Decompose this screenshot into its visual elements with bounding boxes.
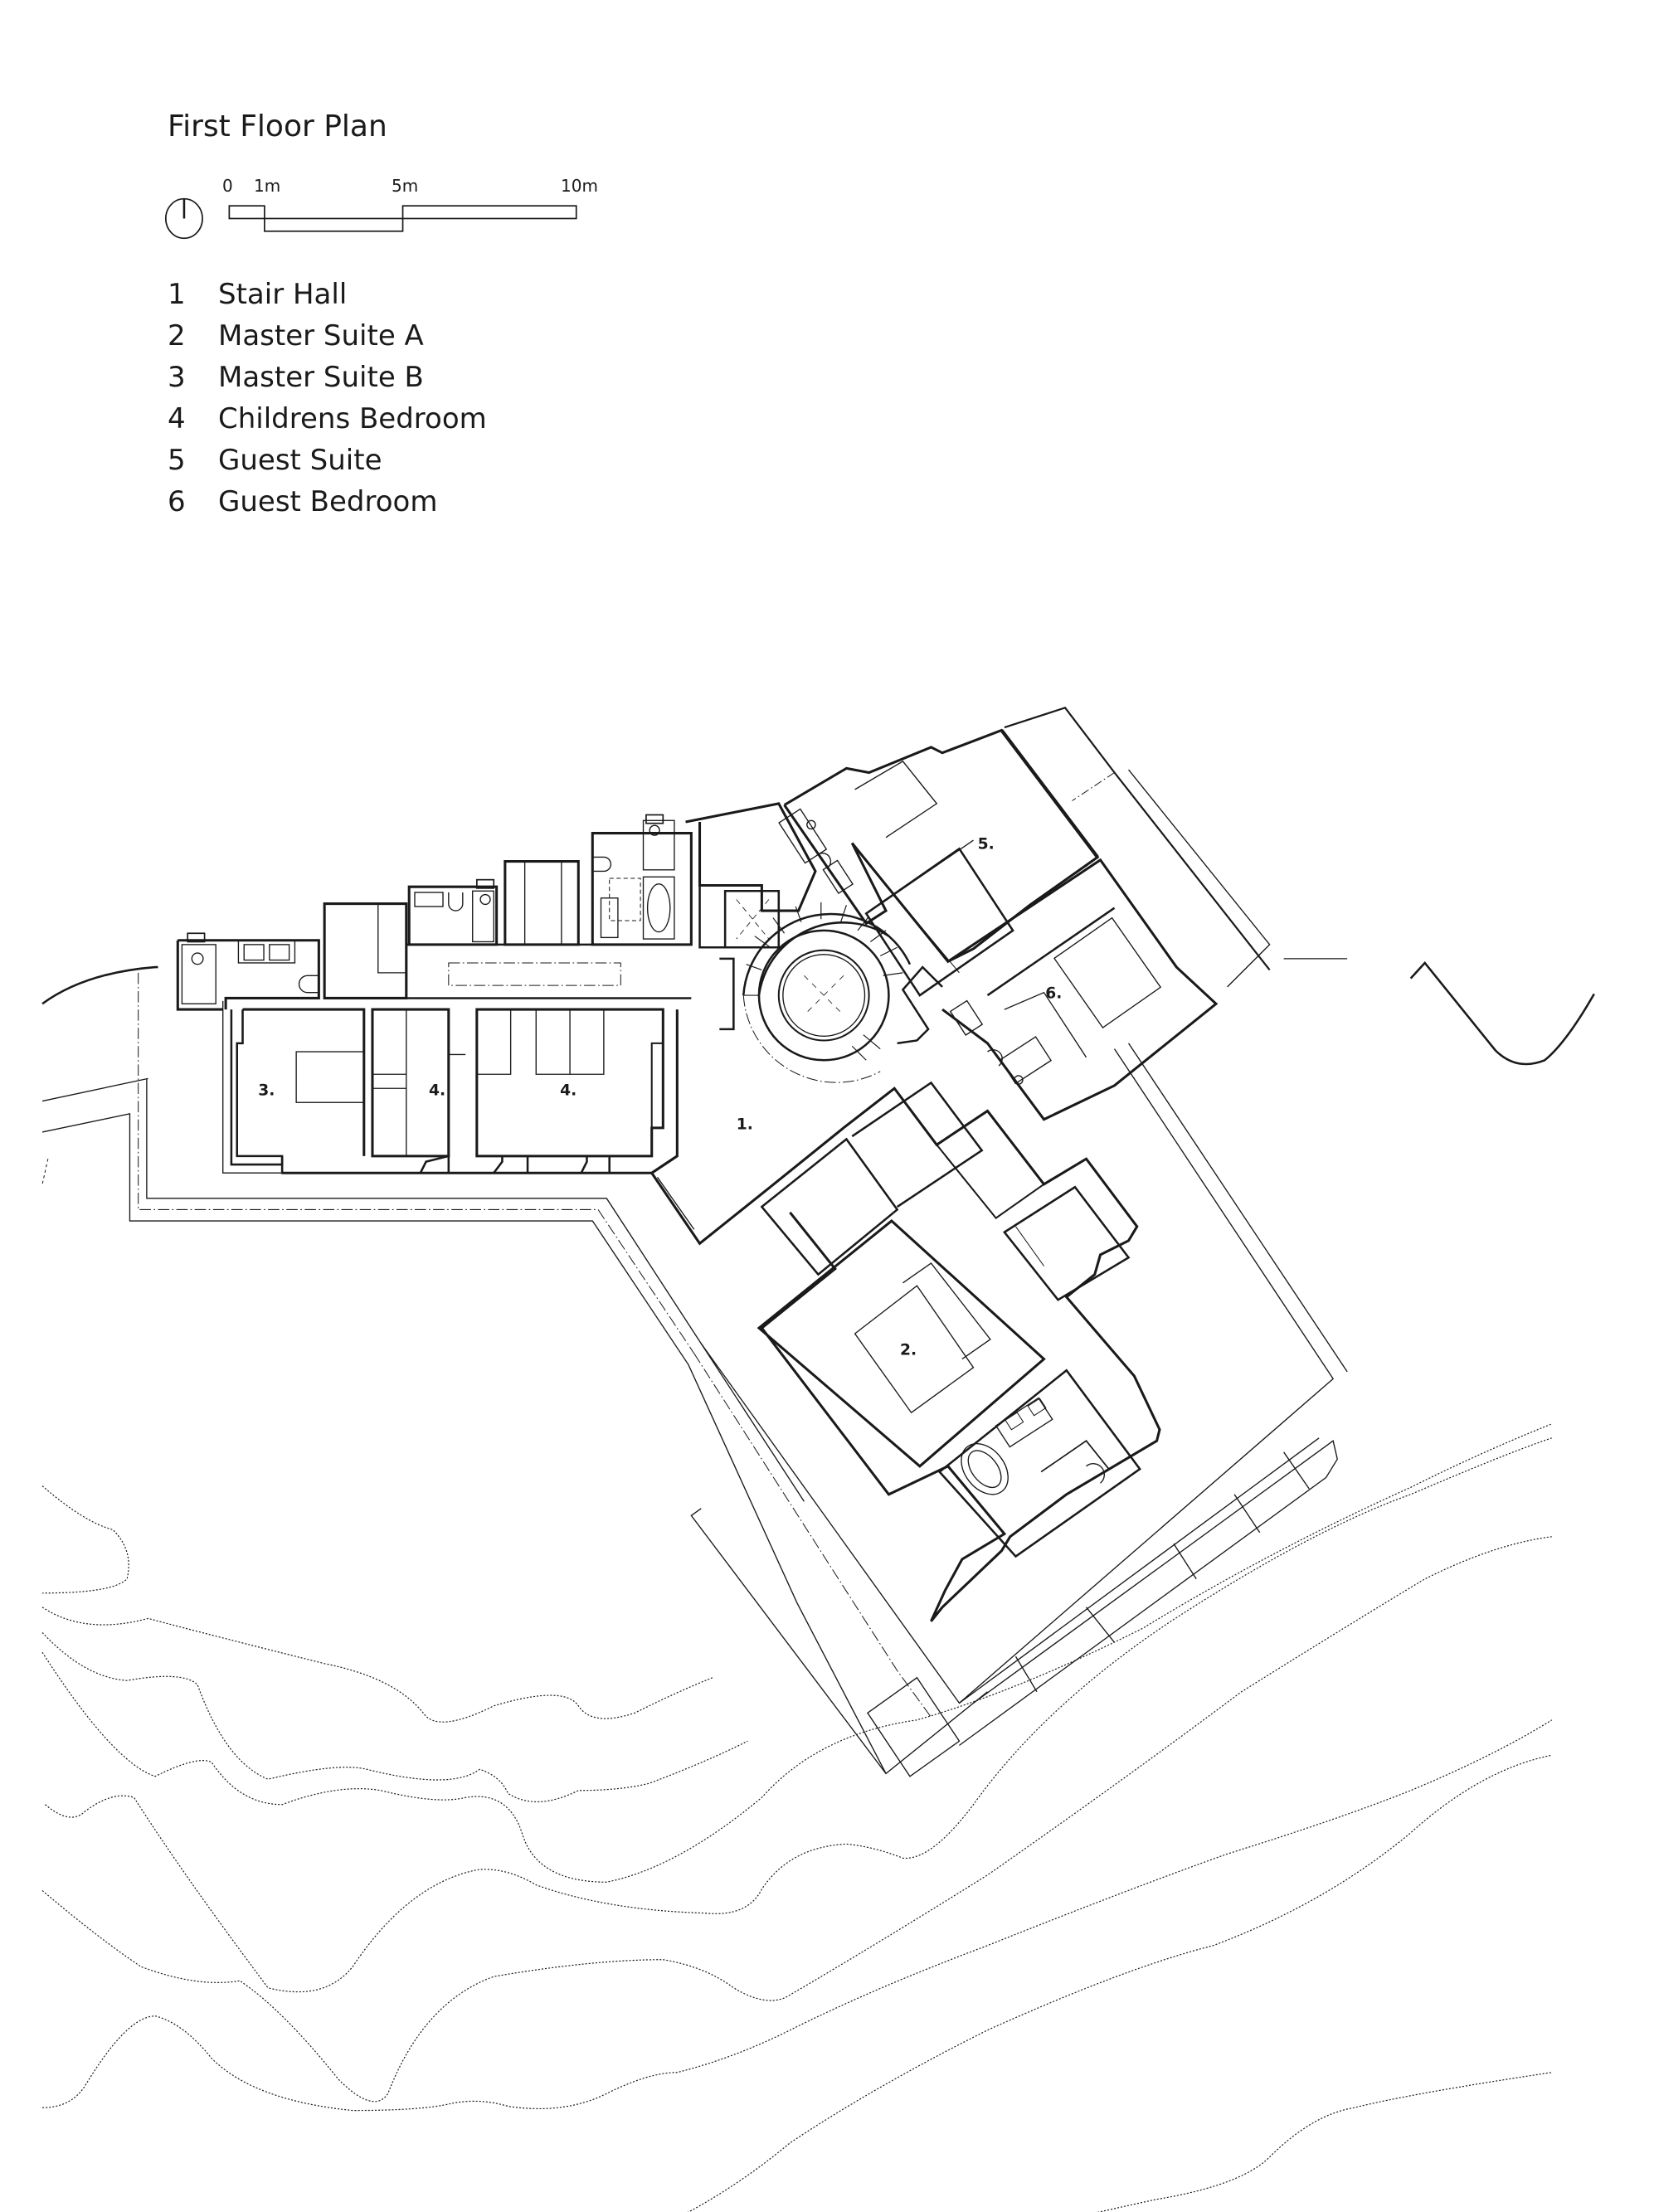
legend-item: 6 Guest Bedroom (168, 481, 487, 523)
legend-number: 6 (168, 485, 186, 518)
room-label-2: 2. (900, 1342, 917, 1359)
plan-title: First Floor Plan (168, 109, 387, 143)
legend-item: 4 Childrens Bedroom (168, 398, 487, 440)
scale-label-0: 0 (222, 176, 233, 196)
legend-number: 1 (168, 278, 186, 311)
legend-item: 2 Master Suite A (168, 315, 487, 357)
room-label-6: 6. (1045, 984, 1062, 1002)
terrain-edge (1409, 961, 1595, 1066)
legend-label: Guest Bedroom (218, 485, 438, 518)
legend-label: Master Suite A (218, 319, 424, 352)
legend-item: 3 Master Suite B (168, 357, 487, 398)
room-label-5: 5. (978, 835, 995, 853)
legend-label: Childrens Bedroom (218, 402, 487, 435)
room-label-4a: 4. (429, 1082, 445, 1100)
room-label-4b: 4. (560, 1082, 577, 1100)
contour-lines (41, 1423, 1553, 2212)
scale-label-1m: 1m (254, 176, 281, 196)
room-label-1: 1. (737, 1116, 753, 1134)
north-arrow-icon (164, 197, 203, 240)
legend-item: 1 Stair Hall (168, 274, 487, 315)
legend-label: Master Suite B (218, 361, 424, 394)
legend-item: 5 Guest Suite (168, 440, 487, 481)
spiral-stair (742, 902, 912, 1083)
scale-label-5m: 5m (392, 176, 419, 196)
room-legend: 1 Stair Hall 2 Master Suite A 3 Master Suit… (168, 274, 487, 523)
terrain-edge (41, 965, 158, 1005)
legend-number: 5 (168, 444, 186, 477)
scale-bar (228, 205, 577, 232)
scale-label-10m: 10m (561, 176, 598, 196)
legend-label: Guest Suite (218, 444, 382, 477)
legend-number: 4 (168, 402, 186, 435)
room-label-3: 3. (258, 1082, 275, 1100)
legend-number: 2 (168, 319, 186, 352)
legend-label: Stair Hall (218, 278, 348, 311)
legend-number: 3 (168, 361, 186, 394)
